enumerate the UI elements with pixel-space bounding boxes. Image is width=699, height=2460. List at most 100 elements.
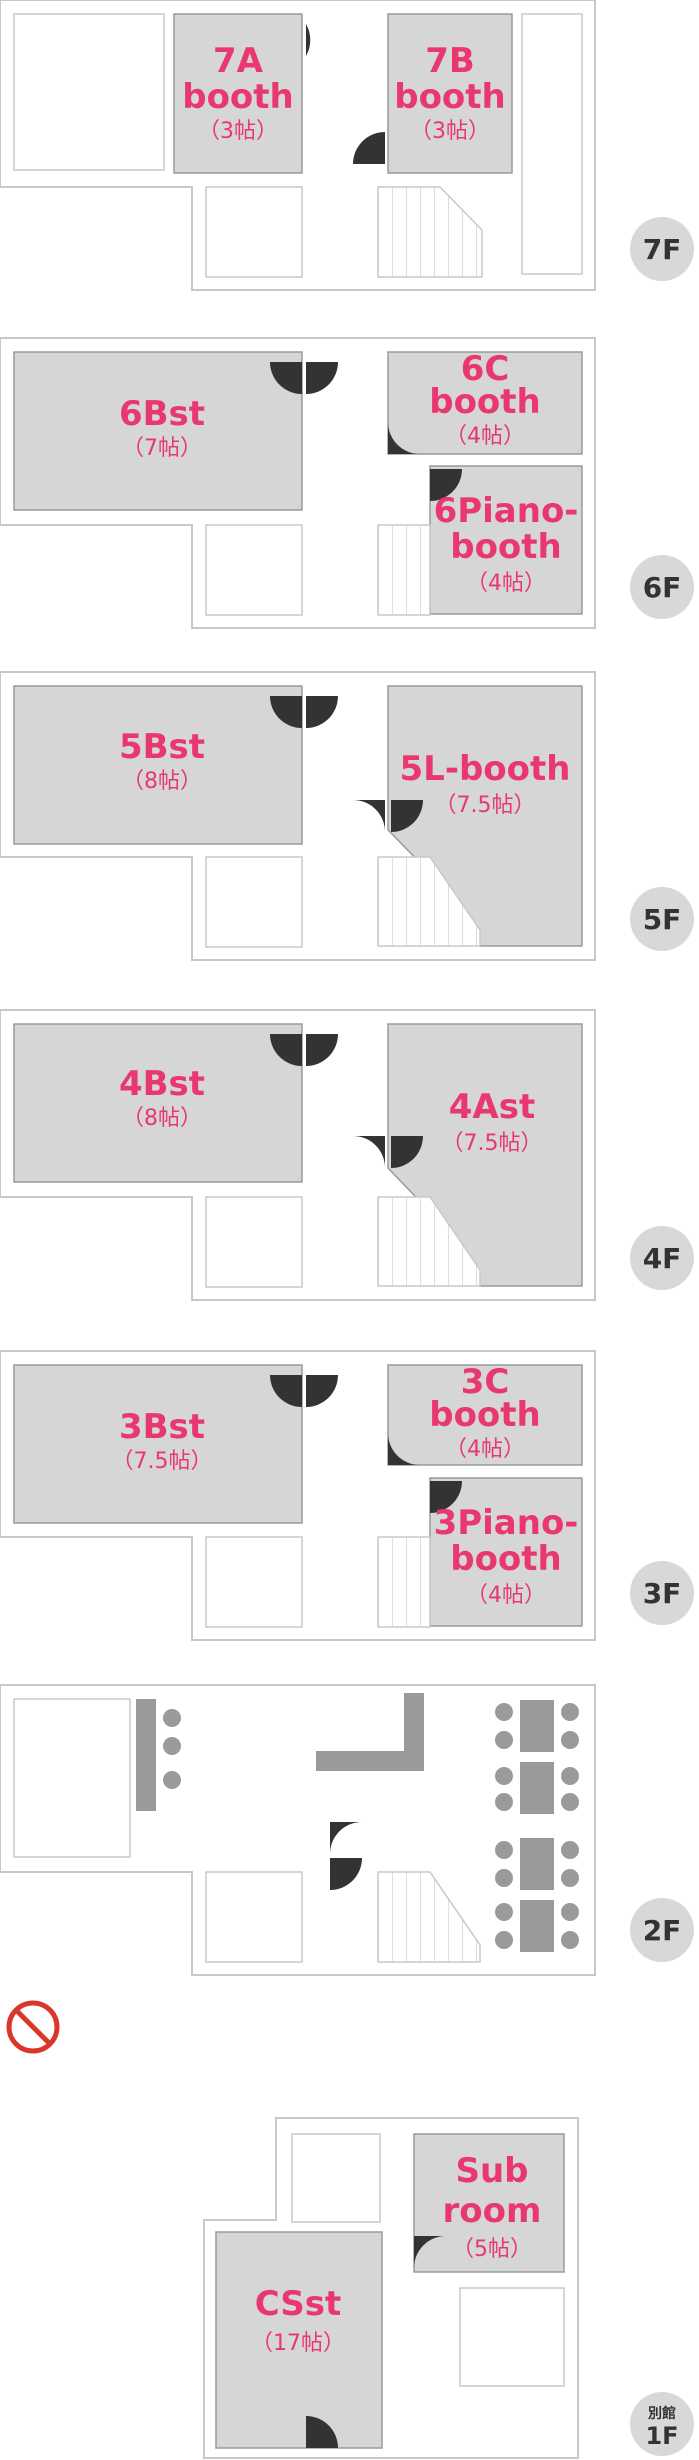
floor-badge-7f-label: 7F bbox=[643, 233, 682, 266]
floor-badge-3f: 3F bbox=[630, 1561, 694, 1625]
room-3c-size: （4帖） bbox=[445, 1437, 525, 1462]
room-sub-name2: room bbox=[443, 2191, 542, 2231]
floor-4f: 4F 4Bst （8帖） 4Ast （7.5帖） bbox=[0, 1009, 694, 1301]
table bbox=[520, 1762, 554, 1814]
stool bbox=[163, 1709, 181, 1727]
floor-3f: 3F 3Bst （7.5帖） 3C booth （4帖） 3Piano- boo… bbox=[0, 1350, 694, 1641]
door-4bst-icon bbox=[270, 1034, 338, 1066]
floor-5f: 5F 5Bst （8帖） 5L-booth （7.5帖） bbox=[0, 671, 694, 961]
room-3piano-size: （4帖） bbox=[466, 1583, 546, 1608]
room-3c-name: 3C bbox=[461, 1362, 510, 1402]
room-3c-booth[interactable] bbox=[387, 1364, 583, 1466]
door-5bst-icon bbox=[270, 696, 338, 728]
room-7b-name2: booth bbox=[394, 77, 506, 117]
floor-annex-top-space bbox=[291, 2133, 381, 2223]
room-sub-name: Sub bbox=[455, 2151, 528, 2191]
room-7b-size: （3帖） bbox=[410, 119, 490, 144]
door-sub-room-icon bbox=[414, 2236, 446, 2268]
floor-4f-lower-space bbox=[205, 1196, 303, 1288]
room-6piano-size: （4帖） bbox=[466, 571, 546, 596]
floor-6f-lower-space bbox=[205, 524, 303, 616]
room-csst[interactable] bbox=[215, 2231, 383, 2449]
floor-badge-6f-label: 6F bbox=[643, 571, 682, 604]
room-7a-name2: booth bbox=[182, 77, 294, 117]
room-3c-name2: booth bbox=[429, 1395, 541, 1435]
room-6c-name2: booth bbox=[429, 382, 541, 422]
room-6c-booth[interactable] bbox=[387, 351, 583, 455]
room-4ast-size: （7.5帖） bbox=[442, 1131, 543, 1156]
chair bbox=[495, 1703, 513, 1721]
room-6c-size: （4帖） bbox=[445, 424, 525, 449]
floor-badge-2f: 2F bbox=[630, 1898, 694, 1962]
room-6c-name: 6C bbox=[461, 349, 510, 389]
room-7a-booth[interactable] bbox=[173, 13, 303, 174]
room-5l-name: 5L-booth bbox=[400, 749, 571, 789]
chair bbox=[495, 1903, 513, 1921]
stairs-7f bbox=[377, 186, 483, 278]
room-5l-size: （7.5帖） bbox=[435, 793, 536, 818]
floor-badge-annex-top: 別館 bbox=[647, 2405, 676, 2422]
chair bbox=[561, 1767, 579, 1785]
table-group-3 bbox=[495, 1838, 579, 1890]
door-3c-icon bbox=[388, 1433, 420, 1465]
floor-badge-7f: 7F bbox=[630, 217, 694, 281]
stool bbox=[163, 1737, 181, 1755]
stairs-2f bbox=[377, 1871, 481, 1963]
room-4ast-name: 4Ast bbox=[449, 1087, 535, 1127]
room-6piano-booth[interactable] bbox=[429, 465, 583, 615]
chair bbox=[495, 1869, 513, 1887]
room-3piano-name2: booth bbox=[450, 1539, 562, 1579]
room-7a-size: （3帖） bbox=[198, 119, 278, 144]
stairs-6f bbox=[377, 524, 431, 616]
room-csst-name: CSst bbox=[255, 2284, 342, 2324]
room-6piano-name: 6Piano- bbox=[434, 491, 579, 531]
door-7a-icon bbox=[306, 24, 311, 56]
door-4ast-icon bbox=[353, 1136, 423, 1168]
floor-6f: 6F 6Bst （7帖） 6C booth （4帖） 6Piano- booth… bbox=[0, 337, 694, 629]
chair bbox=[561, 1731, 579, 1749]
floor-2f-lower-space bbox=[205, 1871, 303, 1963]
floor-badge-6f: 6F bbox=[630, 555, 694, 619]
room-5bst-size: （8帖） bbox=[122, 769, 202, 794]
counter bbox=[136, 1699, 156, 1811]
door-7b-icon bbox=[353, 132, 385, 164]
room-7b-booth[interactable] bbox=[387, 13, 513, 174]
floor-2f: 2F bbox=[0, 1684, 694, 1976]
chair bbox=[561, 1931, 579, 1949]
door-3piano-icon bbox=[430, 1481, 462, 1513]
floor-7f: 7F 7A booth （3帖） 7B booth （3帖） bbox=[0, 0, 694, 291]
chair bbox=[495, 1841, 513, 1859]
room-5bst-name: 5Bst bbox=[119, 727, 205, 767]
floor-badge-4f-label: 4F bbox=[643, 1242, 682, 1275]
room-5bst[interactable] bbox=[13, 685, 303, 845]
door-6piano-icon bbox=[430, 469, 462, 501]
room-4bst-name: 4Bst bbox=[119, 1064, 205, 1104]
chair bbox=[561, 1703, 579, 1721]
room-6bst[interactable] bbox=[13, 351, 303, 511]
floor-badge-2f-label: 2F bbox=[643, 1914, 682, 1947]
table-group-1 bbox=[495, 1700, 579, 1752]
room-sub-room[interactable] bbox=[413, 2133, 565, 2273]
floor-7f-left-space bbox=[13, 13, 165, 171]
door-2f-icon bbox=[330, 1822, 362, 1890]
door-3bst-icon bbox=[270, 1375, 338, 1407]
floor-badge-3f-label: 3F bbox=[643, 1577, 682, 1610]
chair bbox=[495, 1931, 513, 1949]
floor-badge-annex-bottom: 1F bbox=[645, 2422, 678, 2450]
door-6c-icon bbox=[388, 422, 420, 454]
door-6bst-icon bbox=[270, 362, 338, 394]
chair bbox=[561, 1869, 579, 1887]
chair bbox=[495, 1793, 513, 1811]
room-7b-name: 7B bbox=[425, 41, 475, 81]
room-6bst-size: （7帖） bbox=[122, 436, 202, 461]
chair bbox=[561, 1793, 579, 1811]
room-4bst[interactable] bbox=[13, 1023, 303, 1183]
room-csst-size: （17帖） bbox=[251, 2331, 345, 2356]
door-csst-icon bbox=[306, 2416, 338, 2448]
table bbox=[520, 1900, 554, 1952]
room-3bst[interactable] bbox=[13, 1364, 303, 1524]
room-6piano-name2: booth bbox=[450, 527, 562, 567]
table-group-2 bbox=[495, 1762, 579, 1814]
floor-2f-left-space bbox=[13, 1698, 131, 1858]
